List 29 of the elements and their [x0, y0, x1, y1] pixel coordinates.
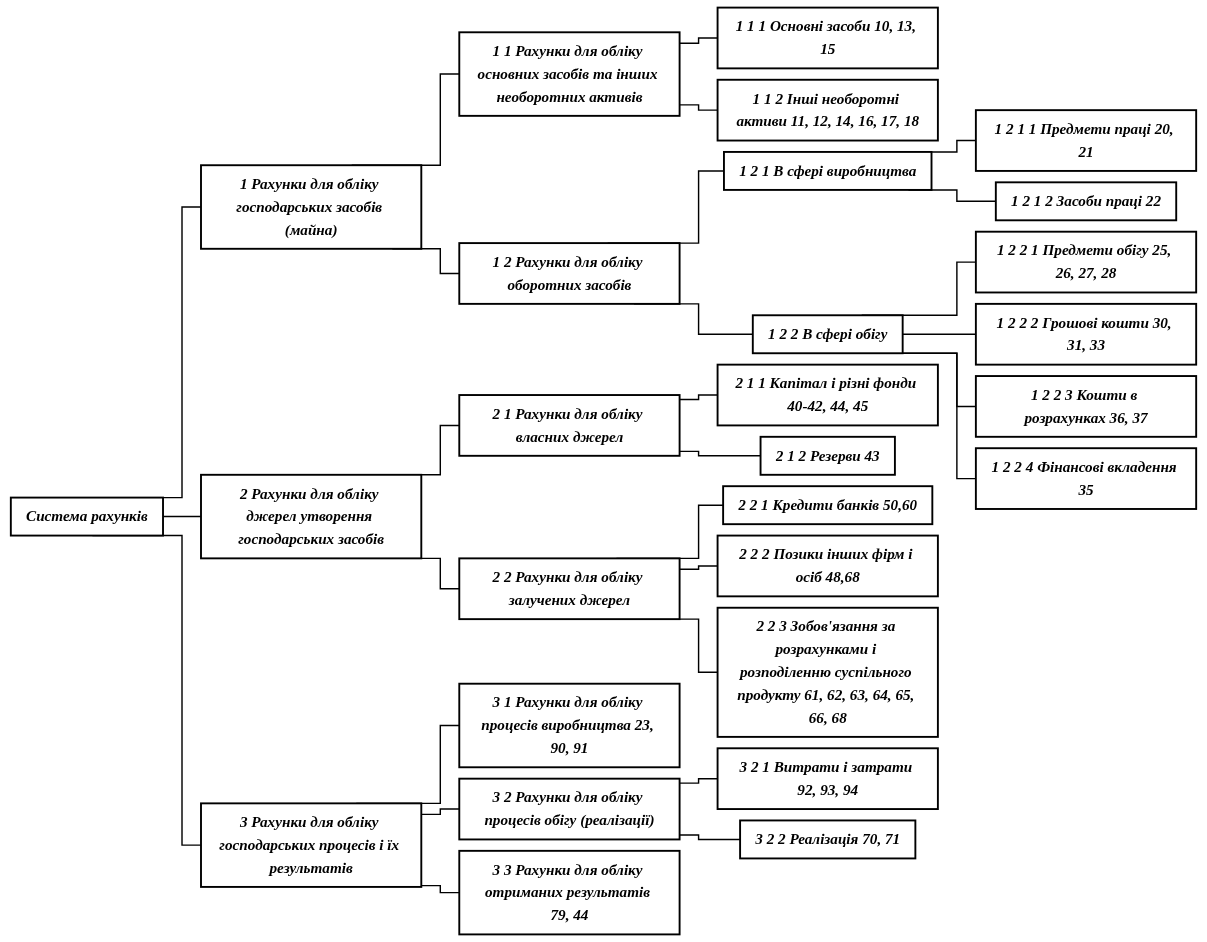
connector — [420, 884, 460, 894]
node-box: 3 2 Рахунки для обліку процесів обігу (реалізації) — [458, 777, 681, 841]
node-box: 1 1 2 Інші необоротні активи 11, 12, 14, 16, 17, 18 — [716, 78, 939, 142]
node-box: 1 2 2 3 Кошти в розрахунках 36, 37 — [974, 375, 1198, 438]
node-box: 3 Рахунки для обліку господарських процесів і їх результатів — [200, 802, 423, 888]
node-box: 1 2 2 В сфері обігу — [751, 314, 904, 355]
node-box: 3 2 2 Реалізація 70, 71 — [739, 819, 917, 860]
node-box: 2 1 2 Резерви 43 — [759, 435, 896, 476]
node-box: 1 2 1 1 Предмети праці 20, 21 — [974, 109, 1198, 172]
node-box: 1 1 1 Основні засоби 10, 13, 15 — [716, 6, 939, 70]
node-box: 1 2 2 4 Фінансові вкладення 35 — [974, 447, 1198, 510]
node-box: 1 2 Рахунки для обліку оборотних засобів — [458, 242, 681, 305]
node-box: 1 2 1 2 Засоби праці 22 — [994, 181, 1178, 222]
node-box: 1 2 2 2 Грошові кошти 30, 31, 33 — [974, 302, 1198, 366]
node-box: 3 1 Рахунки для обліку процесів виробництва 23, 90, 91 — [458, 682, 681, 769]
node-box: 3 2 1 Витрати і затрати 92, 93, 94 — [716, 747, 939, 810]
node-box: 2 1 Рахунки для обліку власних джерел — [458, 394, 681, 457]
node-box: 1 Рахунки для обліку господарських засобів (майна) — [200, 164, 423, 250]
node-box: Система рахунків — [9, 496, 164, 537]
node-box: 2 2 3 Зобов'язання за розрахунками і розподіленню суспільного продукту 61, 62, 63, 64, 65, 66, 68 — [716, 606, 939, 738]
node-box: 1 1 Рахунки для обліку основних засобів та інших необоротних активів — [458, 31, 681, 117]
node-box: 2 2 2 Позики інших фірм і осіб 48,68 — [716, 534, 939, 598]
node-box: 1 2 2 1 Предмети обігу 25, 26, 27, 28 — [974, 230, 1198, 294]
node-box: 3 3 Рахунки для обліку отриманих результатів 79, 44 — [458, 849, 681, 936]
node-box: 2 2 1 Кредити банків 50,60 — [722, 485, 934, 526]
node-box: 2 Рахунки для обліку джерел утворення господарських засобів — [200, 473, 423, 560]
node-box: 2 2 Рахунки для обліку залучених джерел — [458, 557, 681, 621]
node-box: 2 1 1 Капітал і різні фонди 40-42, 44, 45 — [716, 363, 939, 427]
node-box: 1 2 1 В сфері виробництва — [723, 151, 933, 191]
